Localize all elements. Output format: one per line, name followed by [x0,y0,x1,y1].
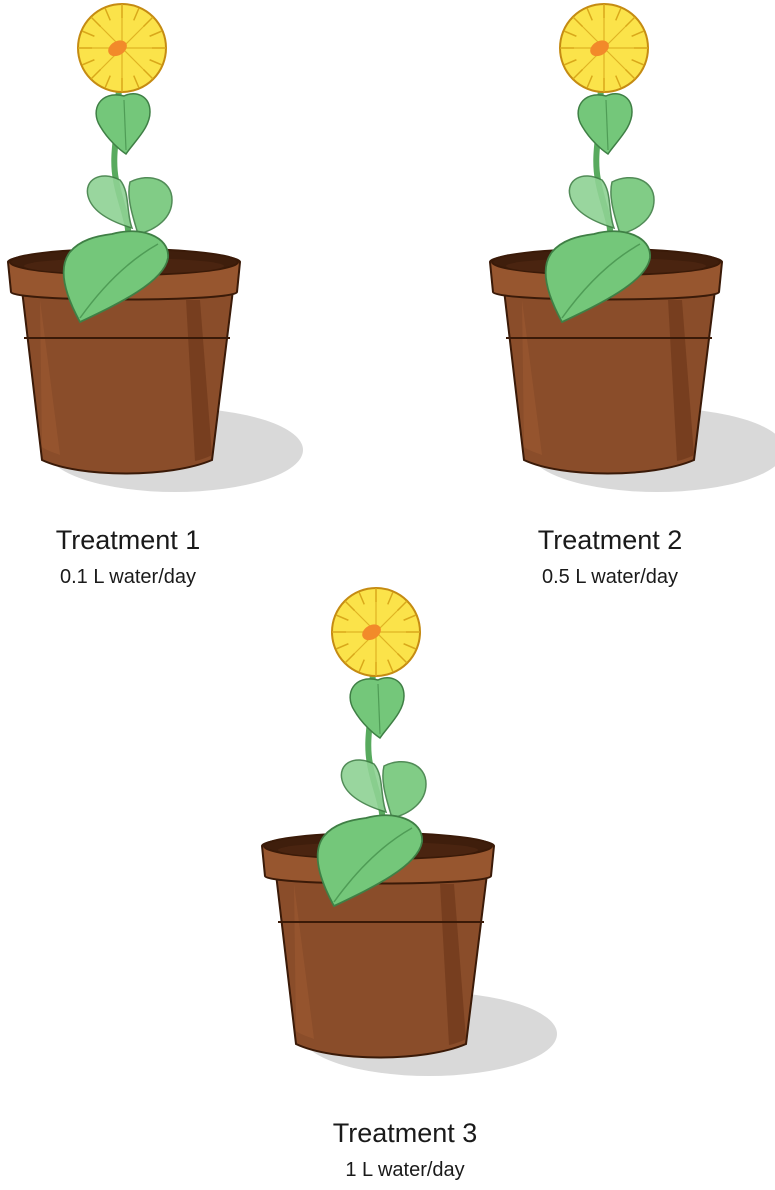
treatment-caption: Treatment 2 0.5 L water/day [482,524,738,590]
treatment-title: Treatment 3 [277,1117,533,1149]
treatment-water: 0.5 L water/day [482,564,738,590]
potted-flower-icon [8,4,303,492]
treatment-water: 1 L water/day [277,1157,533,1183]
treatment-caption: Treatment 1 0.1 L water/day [0,524,256,590]
treatment-title: Treatment 1 [0,524,256,556]
potted-flower-icon [262,588,557,1076]
treatment-title: Treatment 2 [482,524,738,556]
potted-flower-icon [490,4,775,492]
treatment-water: 0.1 L water/day [0,564,256,590]
treatment-caption: Treatment 3 1 L water/day [277,1117,533,1183]
